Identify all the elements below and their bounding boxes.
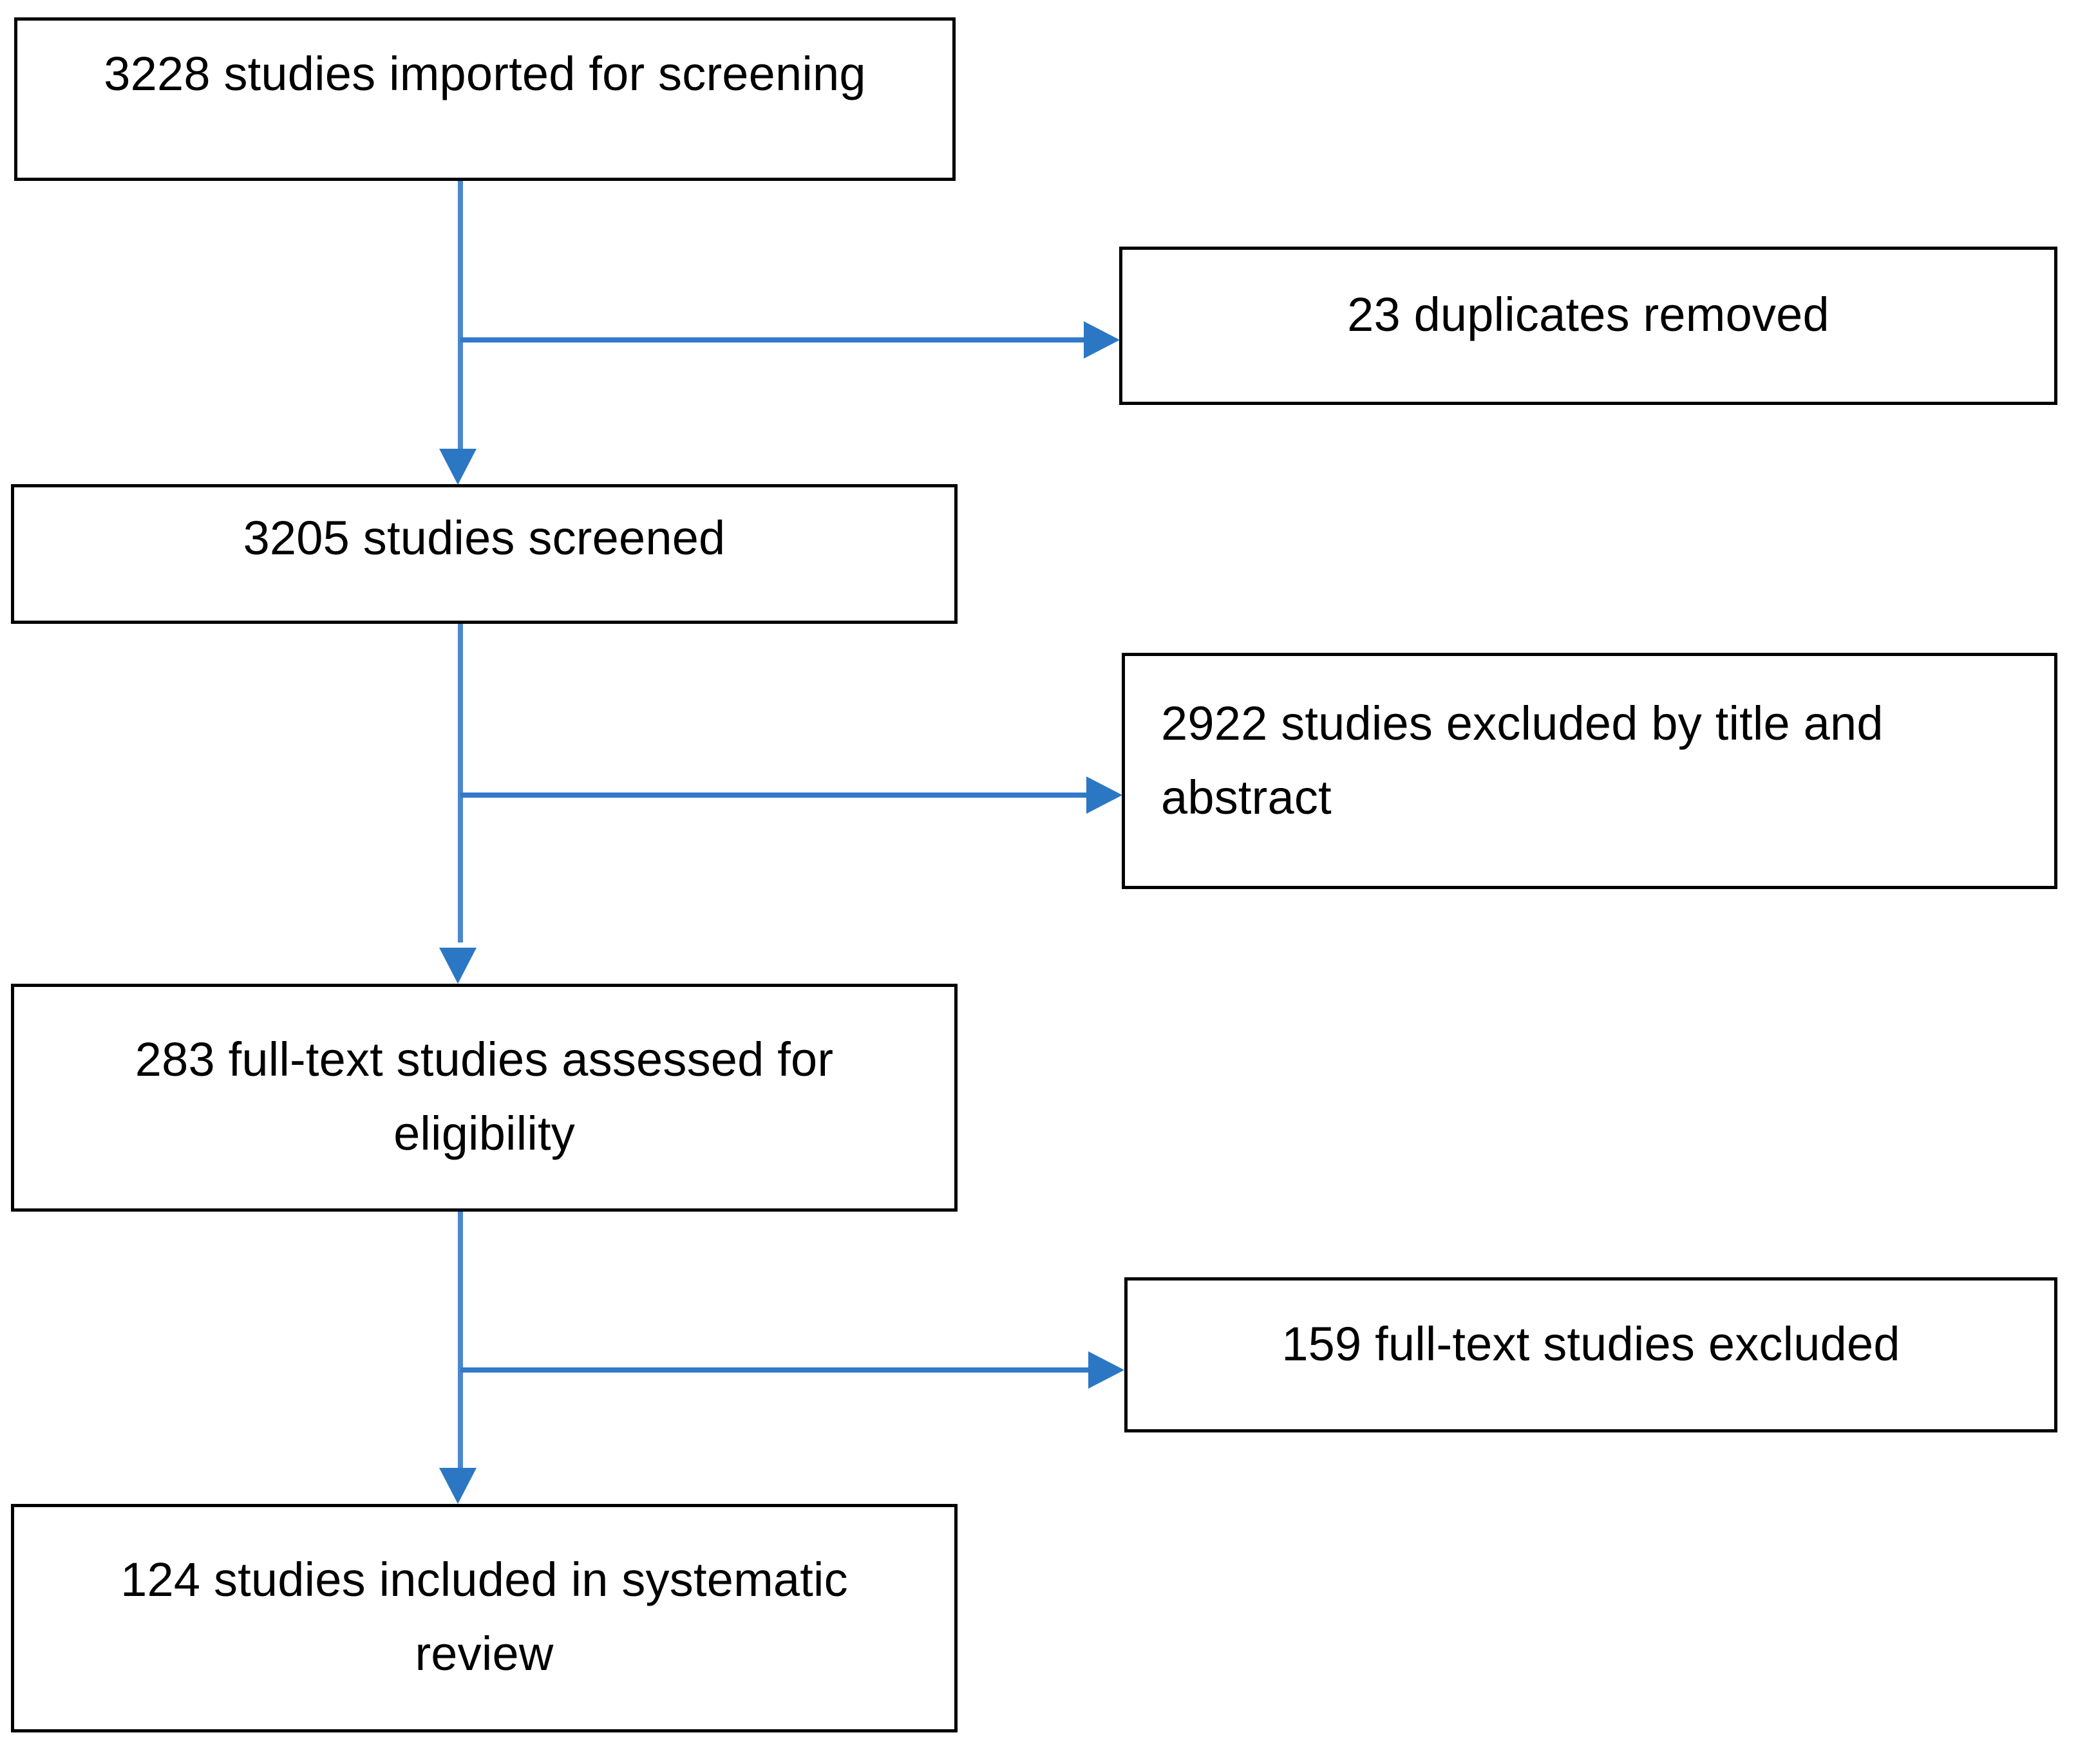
arrow-right-icon-screened-to-excluded: [1086, 776, 1122, 814]
connector-line-screened-to-excluded: [460, 793, 1112, 798]
connector-line-fulltext-to-excluded: [460, 1367, 1116, 1373]
arrow-down-icon-imported-to-screened: [439, 449, 477, 485]
flow-box-excluded-fulltext-label: 159 full-text studies excluded: [1281, 1317, 1900, 1371]
flow-box-studies-included-label: 124 studies included in systematic revie…: [120, 1553, 848, 1680]
arrow-right-icon-fulltext-to-excluded: [1088, 1351, 1124, 1389]
flow-box-studies-imported-label: 3228 studies imported for screening: [104, 47, 866, 100]
connector-line-imported-to-duplicates: [460, 337, 1111, 342]
arrow-down-icon-fulltext-to-included: [439, 1468, 477, 1504]
flow-box-studies-included[interactable]: 124 studies included in systematic revie…: [11, 1504, 958, 1732]
connector-line-fulltext-to-included: [458, 1212, 463, 1469]
flow-box-fulltext-assessed[interactable]: 283 full-text studies assessed for eligi…: [11, 984, 958, 1212]
flow-box-excluded-title-abstract-label: 2922 studies excluded by title and abstr…: [1161, 697, 1884, 824]
flow-box-excluded-title-abstract[interactable]: 2922 studies excluded by title and abstr…: [1122, 653, 2057, 889]
flow-box-studies-screened[interactable]: 3205 studies screened: [11, 484, 958, 624]
connector-line-imported-to-screened: [458, 181, 463, 451]
connector-line-screened-to-fulltext: [458, 624, 463, 943]
flow-box-duplicates-removed-label: 23 duplicates removed: [1347, 288, 1829, 341]
flow-box-excluded-fulltext[interactable]: 159 full-text studies excluded: [1124, 1277, 2057, 1432]
arrow-down-icon-screened-to-fulltext: [439, 948, 477, 984]
arrow-right-icon-imported-to-duplicates: [1084, 321, 1120, 359]
flow-box-duplicates-removed[interactable]: 23 duplicates removed: [1119, 247, 2057, 405]
flow-box-fulltext-assessed-label: 283 full-text studies assessed for eligi…: [135, 1033, 834, 1160]
flow-box-studies-imported[interactable]: 3228 studies imported for screening: [14, 17, 956, 181]
flow-box-studies-screened-label: 3205 studies screened: [243, 511, 726, 565]
